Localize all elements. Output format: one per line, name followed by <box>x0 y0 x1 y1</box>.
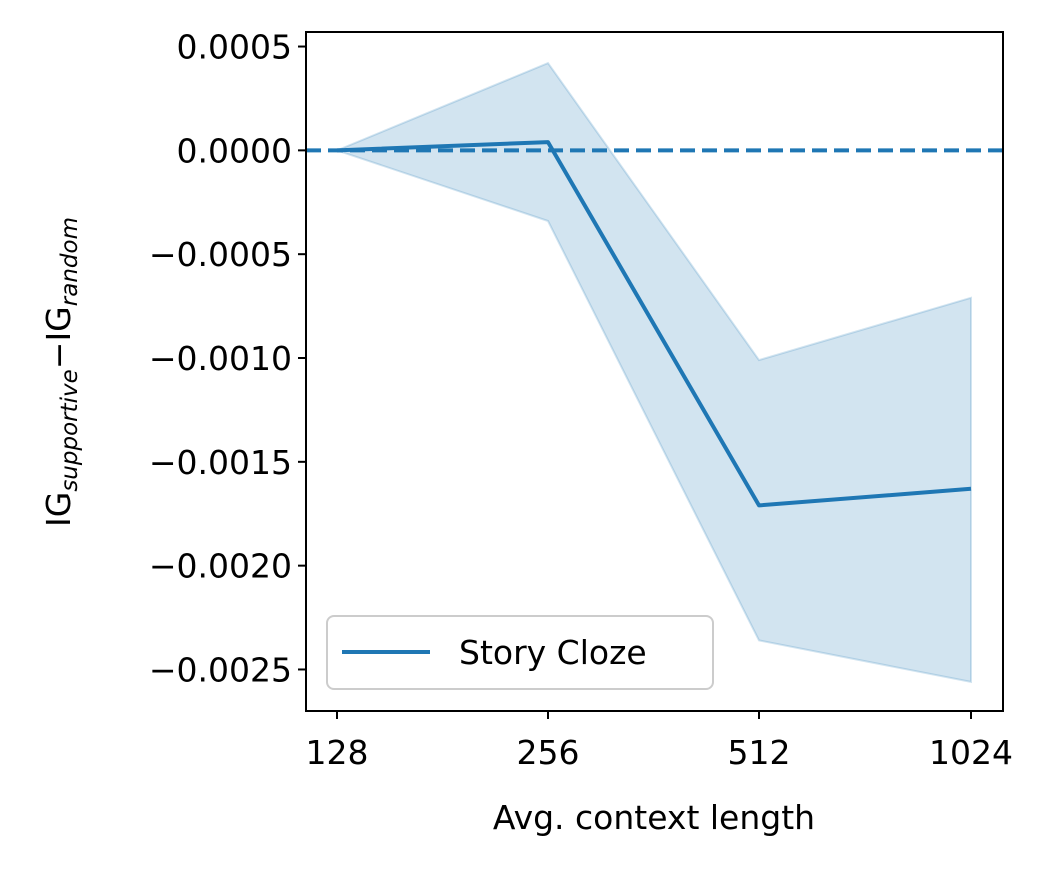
y-tick-label: −0.0020 <box>149 547 292 586</box>
y-axis-label-minus: − <box>39 342 78 370</box>
y-tick-label: −0.0015 <box>149 443 292 482</box>
confidence-band-story-cloze <box>334 61 972 684</box>
x-tick-label: 128 <box>306 733 369 772</box>
confidence-band-layer <box>334 61 972 684</box>
axes-layer <box>305 31 1004 712</box>
x-tick-label: 512 <box>728 733 791 772</box>
y-axis-label-ig-1: IG <box>39 492 78 527</box>
y-axis-label-subscript-supportive: supportive <box>57 369 83 491</box>
legend-label-story-cloze: Story Cloze <box>459 633 647 672</box>
y-tick-label: 0.0005 <box>177 28 292 67</box>
y-tick-label: −0.0025 <box>149 650 292 689</box>
series-line-story-cloze <box>336 140 972 508</box>
y-axis-label-ig-2: IG <box>39 306 78 341</box>
x-axis-label: Avg. context length <box>493 798 815 837</box>
x-tick-label: 256 <box>517 733 580 772</box>
legend-box <box>326 615 714 690</box>
plot-frame <box>305 31 1004 712</box>
legend: Story Cloze <box>326 615 714 690</box>
ticks-layer: 0.0005 0.0000 −0.0005 −0.0010 −0.0015 −0.0020… <box>149 28 1013 772</box>
y-tick-label: −0.0005 <box>149 235 292 274</box>
x-tick-label: 1024 <box>929 733 1013 772</box>
y-axis-label-subscript-random: random <box>57 217 83 306</box>
y-tick-label: 0.0000 <box>177 131 292 170</box>
series-line-layer <box>336 140 972 508</box>
y-tick-label: −0.0010 <box>149 339 292 378</box>
y-axis-label: IGsupportive−IGrandom <box>39 217 83 527</box>
